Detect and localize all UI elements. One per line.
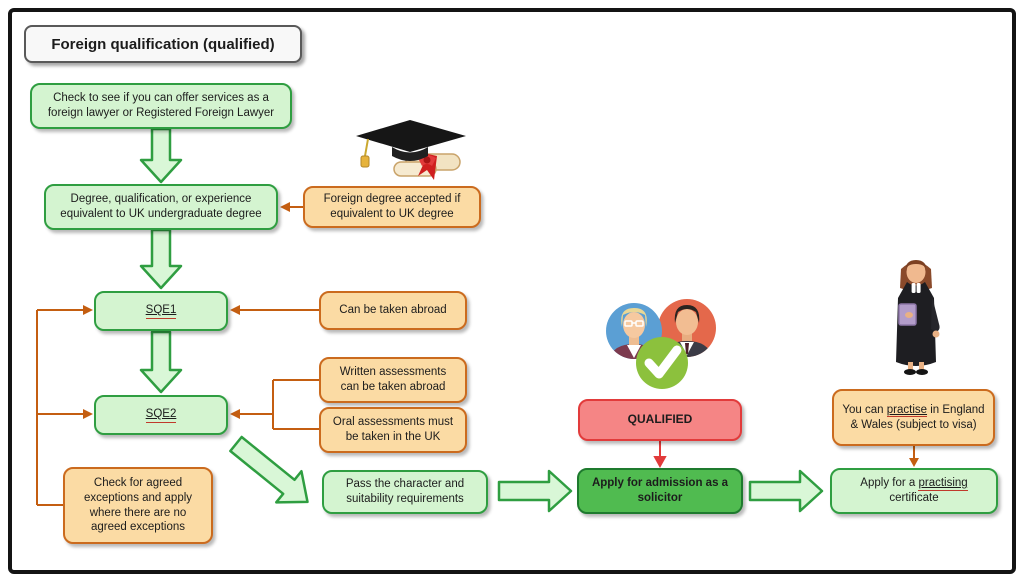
practising-certificate-text: Apply for a practising certificate (840, 476, 988, 506)
note-written-assessments: Written assessments can be taken abroad (319, 357, 467, 403)
lawyer-icon (896, 260, 940, 375)
node-practising-certificate: Apply for a practising certificate (830, 468, 998, 514)
graduation-cap-icon (356, 120, 466, 180)
practise-link[interactable]: practise (886, 403, 928, 418)
node-pass-character: Pass the character and suitability requi… (322, 470, 488, 514)
page-title: Foreign qualification (qualified) (24, 25, 302, 63)
note-oral-assessments: Oral assessments must be taken in the UK (319, 407, 467, 453)
text-post: in England & Wales (subject to visa) (850, 403, 985, 431)
note-taken-abroad: Can be taken abroad (319, 291, 467, 330)
node-check-services: Check to see if you can offer services a… (30, 83, 292, 129)
node-degree-equivalent: Degree, qualification, or experience equ… (44, 184, 278, 230)
practising-link[interactable]: practising (918, 477, 968, 491)
note-foreign-degree: Foreign degree accepted if equivalent to… (303, 186, 481, 228)
sqe1-link[interactable]: SQE1 (145, 303, 177, 320)
node-apply-admission: Apply for admission as a solicitor (577, 468, 743, 514)
practise-text: You can practise in England & Wales (sub… (842, 403, 985, 433)
qualified-people-check-icon (606, 299, 716, 389)
node-qualified: QUALIFIED (578, 399, 742, 441)
text-pre: You can (842, 403, 887, 416)
diagram-border-frame (8, 8, 1016, 574)
note-agreed-exceptions: Check for agreed exceptions and apply wh… (63, 467, 213, 544)
text-pre: Apply for a (860, 477, 919, 490)
note-practise-england-wales: You can practise in England & Wales (sub… (832, 389, 995, 446)
sqe2-link[interactable]: SQE2 (145, 407, 177, 424)
node-sqe1: SQE1 (94, 291, 228, 331)
text-post: certificate (889, 492, 939, 504)
node-sqe2: SQE2 (94, 395, 228, 435)
